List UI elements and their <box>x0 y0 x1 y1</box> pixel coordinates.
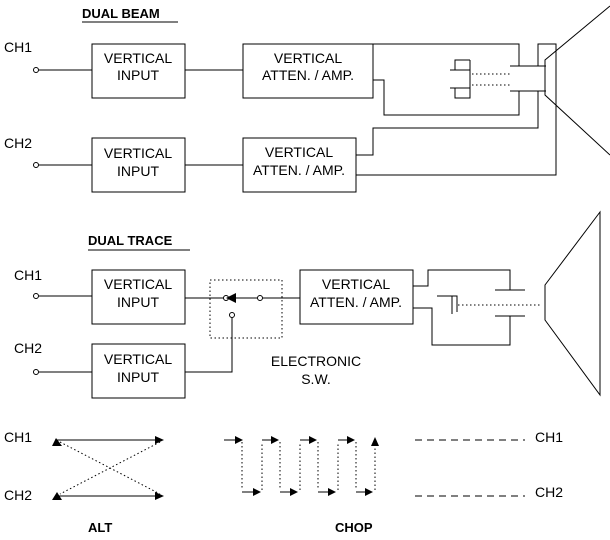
dual-beam-gun <box>454 59 471 99</box>
dual-beam-amp1-out-bottom <box>373 79 520 116</box>
alt-ch1-label: CH1 <box>4 429 32 445</box>
switch-input-2-wire <box>185 318 233 373</box>
dual-beam-amp2-line1: VERTICAL <box>265 144 333 160</box>
dual-beam-vin1-line2: INPUT <box>117 67 159 83</box>
dual-beam-heading: DUAL BEAM <box>82 6 160 21</box>
switch-label-line2: S.W. <box>301 371 331 387</box>
dual-beam-amp-2 <box>242 137 357 193</box>
dual-trace-vertical-input-1 <box>91 269 186 325</box>
alt-ch2-label: CH2 <box>4 487 32 503</box>
dual-trace-amp <box>299 269 414 325</box>
dual-trace-crt <box>544 210 601 397</box>
dual-beam-section: DUAL BEAM CH1 VERTICAL INPUT VERTICAL AT… <box>4 5 610 193</box>
alt-arrow-ch2-icon <box>155 492 164 500</box>
switch-label-line1: ELECTRONIC <box>271 353 361 369</box>
dual-trace-amp-out-top <box>413 269 511 290</box>
dual-beam-vin2-line2: INPUT <box>117 163 159 179</box>
chop-arrow-up-icon <box>371 437 379 446</box>
modes-section: CH1 CH2 ALT <box>4 429 563 535</box>
dual-beam-ch2-terminal <box>33 162 39 168</box>
dual-beam-vertical-input-2 <box>91 137 186 193</box>
dual-beam-amp1-line1: VERTICAL <box>274 50 342 66</box>
dual-trace-heading: DUAL TRACE <box>88 233 173 248</box>
dual-beam-ch1-label: CH1 <box>4 39 32 55</box>
chop-arrow-icon <box>290 488 298 496</box>
switch-arrow-icon <box>226 293 236 303</box>
dual-trace-amp-line1: VERTICAL <box>322 276 390 292</box>
chop-trace <box>224 436 379 496</box>
dual-trace-ch2-label: CH2 <box>14 340 42 356</box>
dual-beam-crt <box>544 5 610 156</box>
electronic-switch-box <box>209 279 283 339</box>
dual-beam-amp1-line2: ATTEN. / AMP. <box>262 67 354 83</box>
dual-beam-amp1-out-top <box>372 43 520 66</box>
dual-beam-amp-1 <box>242 43 374 99</box>
dual-trace-vin1-line1: VERTICAL <box>104 276 172 292</box>
dual-trace-ch2-terminal <box>33 369 39 375</box>
dual-trace-amp-out-bottom <box>413 307 511 346</box>
dual-trace-section: DUAL TRACE CH1 VERTICAL INPUT CH2 VERTIC… <box>14 210 601 399</box>
dual-trace-vertical-input-2 <box>91 343 186 399</box>
legend-ch2-label: CH2 <box>535 484 563 500</box>
chop-arrow-icon <box>365 488 373 496</box>
chop-arrow-icon <box>328 488 336 496</box>
dual-trace-amp-line2: ATTEN. / AMP. <box>310 294 402 310</box>
chop-arrow-icon <box>271 436 279 444</box>
dual-trace-ch1-label: CH1 <box>14 267 42 283</box>
dual-beam-amp2-line2: ATTEN. / AMP. <box>253 162 345 178</box>
chop-arrow-icon <box>235 436 243 444</box>
dual-trace-vin2-line1: VERTICAL <box>104 351 172 367</box>
dual-beam-ch1-terminal <box>33 67 39 73</box>
dual-trace-gun <box>437 295 458 314</box>
alt-arrow-up-icon <box>52 438 62 446</box>
chop-arrow-icon <box>253 488 261 496</box>
alt-arrow-up-2-icon <box>52 492 62 500</box>
dual-beam-amp2-out-top <box>356 91 539 156</box>
alt-title: ALT <box>88 520 112 535</box>
chop-arrow-icon <box>347 436 355 444</box>
alt-arrow-ch1-icon <box>155 436 164 444</box>
dual-beam-vin1-line1: VERTICAL <box>104 50 172 66</box>
legend-ch1-label: CH1 <box>535 429 563 445</box>
dual-trace-vin1-line2: INPUT <box>117 294 159 310</box>
chop-arrow-icon <box>309 436 317 444</box>
dual-trace-vin2-line2: INPUT <box>117 369 159 385</box>
switch-contact-2 <box>229 312 235 318</box>
dual-trace-ch1-terminal <box>33 293 39 299</box>
dual-beam-vertical-input-1 <box>91 43 186 99</box>
chop-title: CHOP <box>335 520 373 535</box>
switch-output-contact <box>257 295 263 301</box>
dual-beam-vin2-line1: VERTICAL <box>104 145 172 161</box>
alt-retrace-2 <box>59 441 161 495</box>
dual-beam-amp2-out-bottom <box>356 43 557 176</box>
dual-beam-ch2-label: CH2 <box>4 135 32 151</box>
